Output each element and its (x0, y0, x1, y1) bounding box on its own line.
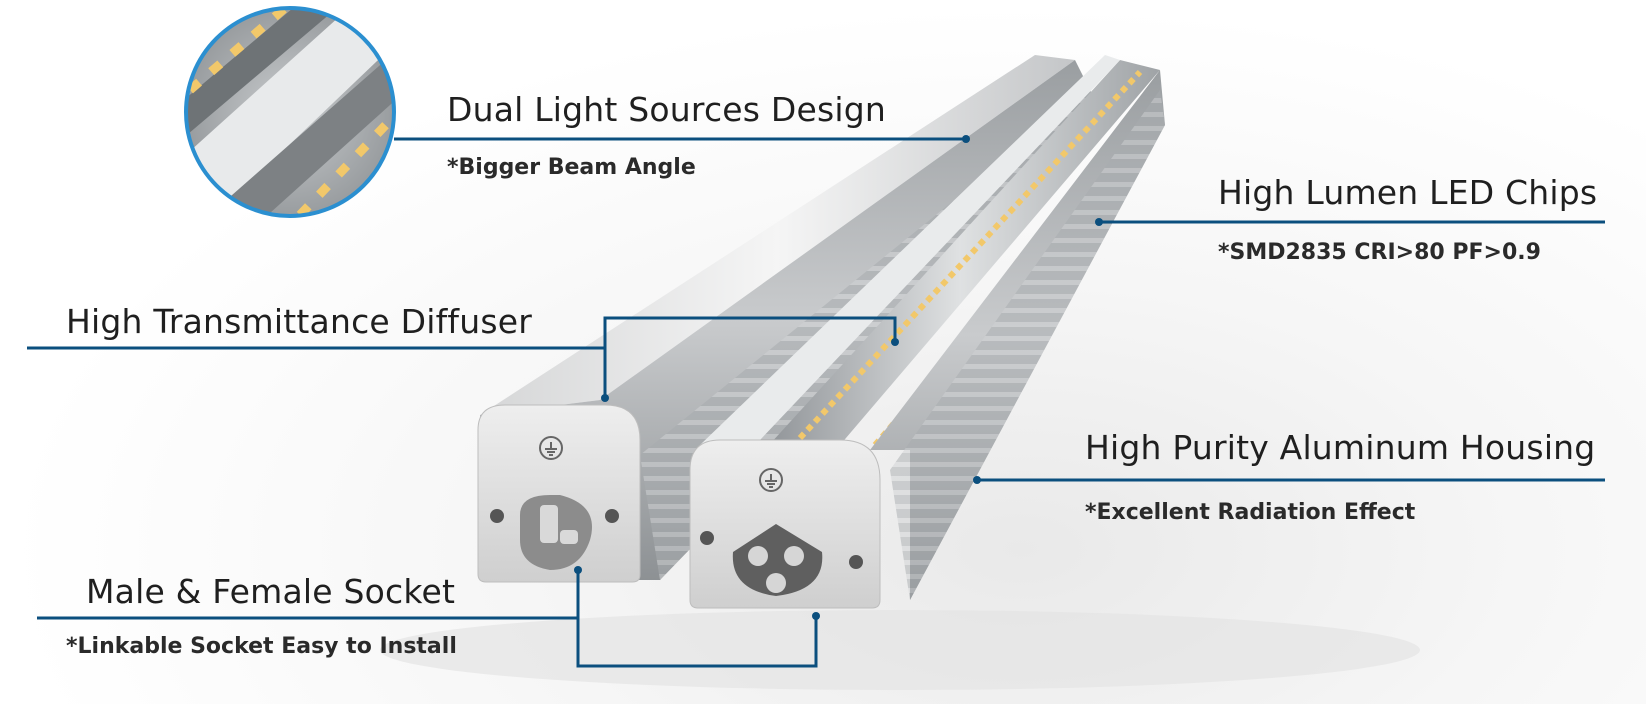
callout-led-chips-note: *SMD2835 CRI>80 PF>0.9 (1218, 240, 1541, 265)
right-tube (689, 55, 1165, 609)
callout-socket-note: *Linkable Socket Easy to Install (66, 634, 457, 659)
callout-housing-title: High Purity Aluminum Housing (1085, 428, 1596, 467)
ground-symbol-icon (539, 436, 563, 460)
male-socket (520, 495, 592, 570)
leader-lines (27, 137, 1605, 668)
floor-shadow (380, 610, 1420, 690)
callout-diffuser-title: High Transmittance Diffuser (66, 302, 532, 341)
mount-hole (849, 555, 863, 569)
mount-hole (490, 509, 504, 523)
callout-housing-note: *Excellent Radiation Effect (1085, 500, 1416, 525)
female-socket (732, 524, 823, 596)
ground-symbol-icon (759, 468, 783, 492)
mount-hole (700, 531, 714, 545)
magnifier-detail (184, 6, 396, 218)
callout-dual-light-title: Dual Light Sources Design (447, 90, 887, 129)
callout-socket-title: Male & Female Socket (86, 572, 456, 611)
mount-hole (605, 509, 619, 523)
callout-dual-light-note: *Bigger Beam Angle (447, 155, 696, 180)
callout-led-chips-title: High Lumen LED Chips (1218, 173, 1598, 212)
